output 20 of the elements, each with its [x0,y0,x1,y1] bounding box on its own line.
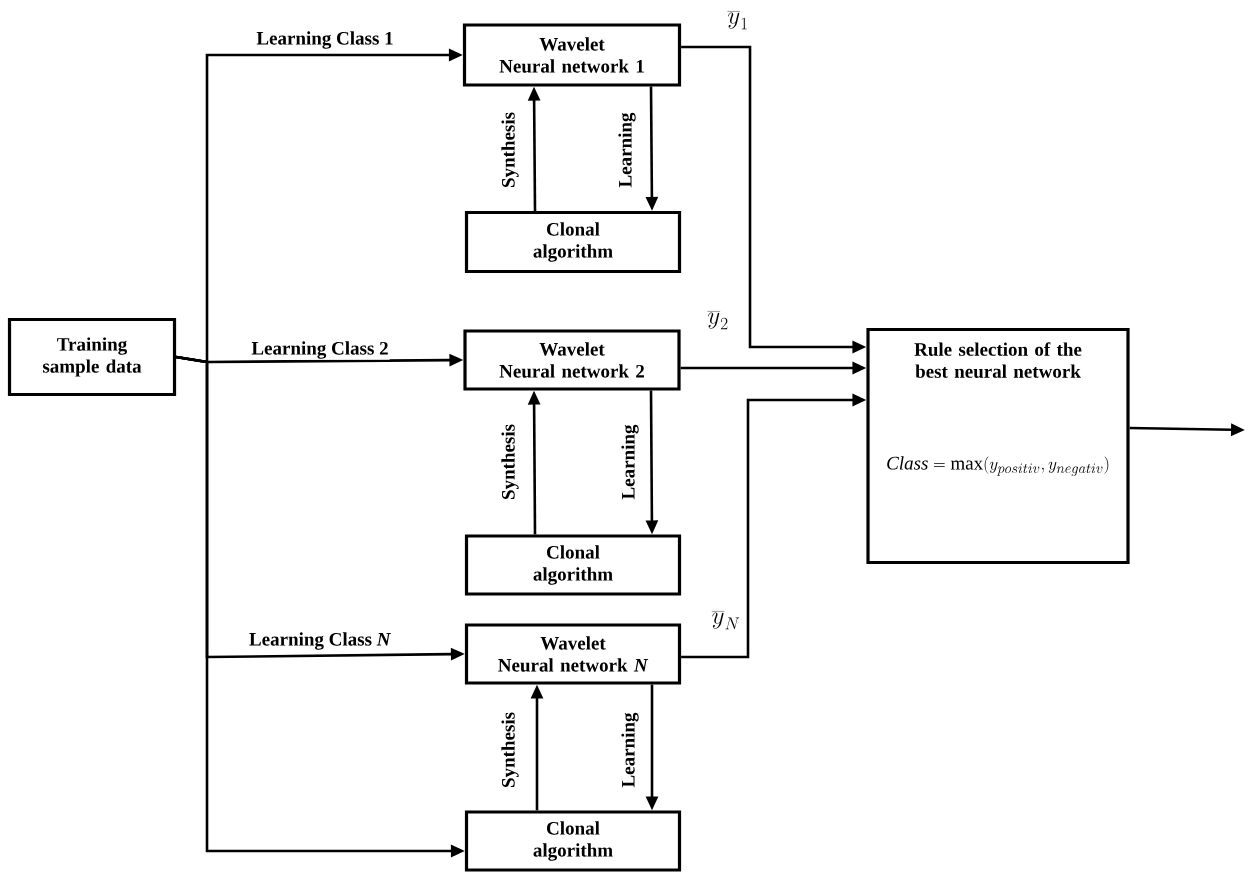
edge-label: Learning Class 1 [255,30,395,50]
edge-label: $\overline{y}_{1}$ [726,9,750,31]
edge-label: Learning Class N [248,631,392,651]
algorithm-box: Clonal algorithm [464,210,682,274]
algorithm-box: Clonal algorithm [464,534,682,596]
edge-label: Learning [620,711,640,789]
network-box: Wavelet Neural network N [464,623,682,685]
edge-label: Learning Class 2 [250,340,390,360]
selection-box: Rule selection of the best neural network $\mathit{Class}=\max(y_{positiv},y_{negativ})$ [866,327,1130,565]
edge-label: $\overline{y}_{N}$ [710,609,742,631]
algorithm-box: Clonal algorithm [464,810,682,872]
network-box: Wavelet Neural network 2 [463,329,681,391]
edge-label: Learning [620,423,640,501]
edge-label: Synthesis [500,111,520,189]
edge-label: Synthesis [500,423,520,501]
edge-label: $\overline{y}_{2}$ [706,309,730,331]
network-box: Wavelet Neural network 1 [462,23,682,87]
edge-label: Learning [617,111,637,189]
edge-label: Synthesis [500,711,520,789]
input-box: Training sample data [7,317,177,397]
